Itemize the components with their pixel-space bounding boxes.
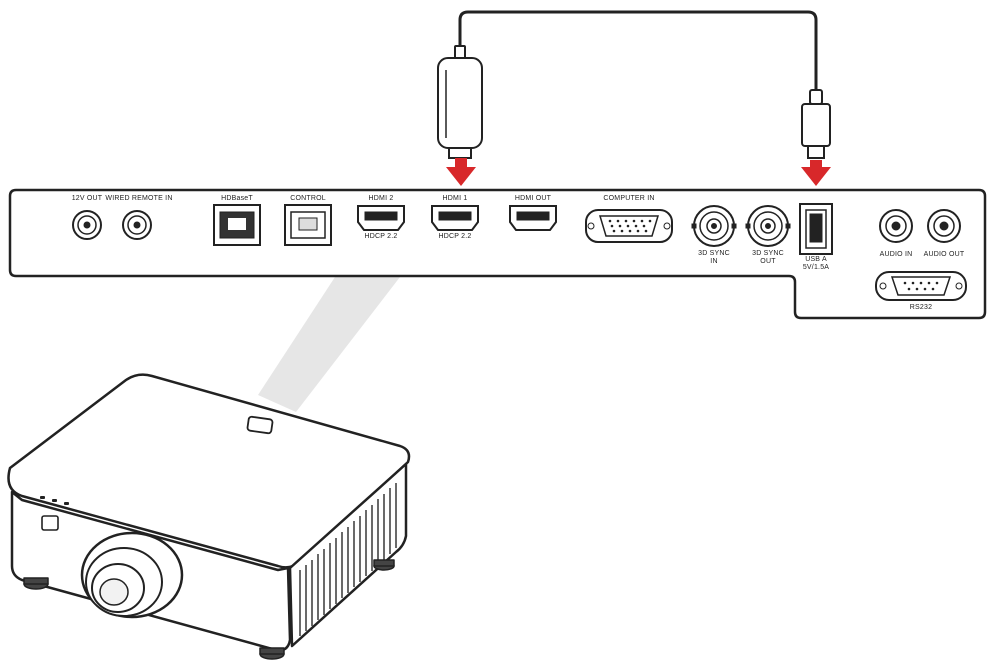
rear-panel <box>8 188 987 320</box>
usb-plug-icon <box>801 89 831 159</box>
label-control: CONTROL <box>290 195 326 202</box>
3d-sync-out-port <box>745 205 791 247</box>
hdmi-dongle-icon <box>437 45 483 159</box>
label-audio-in: AUDIO IN <box>879 251 913 258</box>
hdmi-out-port <box>509 205 557 231</box>
label-12v-out: 12V OUT <box>71 195 103 202</box>
zoom-cone <box>258 277 400 412</box>
label-wired-remote-in: WIRED REMOTE IN <box>105 195 173 202</box>
wired-remote-in-jack <box>122 210 152 240</box>
audio-out-jack <box>927 209 961 243</box>
label-3d-sync-in: 3D SYNC <box>698 250 730 257</box>
label-3d-sync-out: 3D SYNC <box>752 250 784 257</box>
audio-in-jack <box>879 209 913 243</box>
label-3d-sync-in-2: IN <box>710 258 718 265</box>
hdbaset-port <box>213 204 261 246</box>
label-3d-sync-out-2: OUT <box>760 258 776 265</box>
hdmi2-port <box>357 205 405 231</box>
down-arrow-icon <box>446 158 476 186</box>
label-computer-in: COMPUTER IN <box>603 195 655 202</box>
3d-sync-in-port <box>691 205 737 247</box>
label-rs232: RS232 <box>909 304 933 311</box>
label-hdmi1-hdcp: HDCP 2.2 <box>438 233 472 240</box>
label-hdmi2-hdcp: HDCP 2.2 <box>364 233 398 240</box>
label-audio-out: AUDIO OUT <box>923 251 965 258</box>
label-usb-a: USB A <box>805 256 827 263</box>
label-hdmi-out: HDMI OUT <box>514 195 552 202</box>
cable <box>458 10 818 92</box>
computer-in-port <box>585 209 673 243</box>
label-hdmi1: HDMI 1 <box>442 195 468 202</box>
usb-a-port <box>799 203 833 255</box>
label-hdmi2: HDMI 2 <box>368 195 394 202</box>
12v-out-jack <box>72 210 102 240</box>
hdmi1-port <box>431 205 479 231</box>
rs232-port <box>875 271 967 301</box>
label-usb-a-power: 5V/1.5A <box>802 264 830 271</box>
down-arrow-icon <box>801 160 831 186</box>
projector-icon <box>7 373 411 660</box>
control-port <box>284 204 332 246</box>
label-hdbaset: HDBaseT <box>221 195 253 202</box>
